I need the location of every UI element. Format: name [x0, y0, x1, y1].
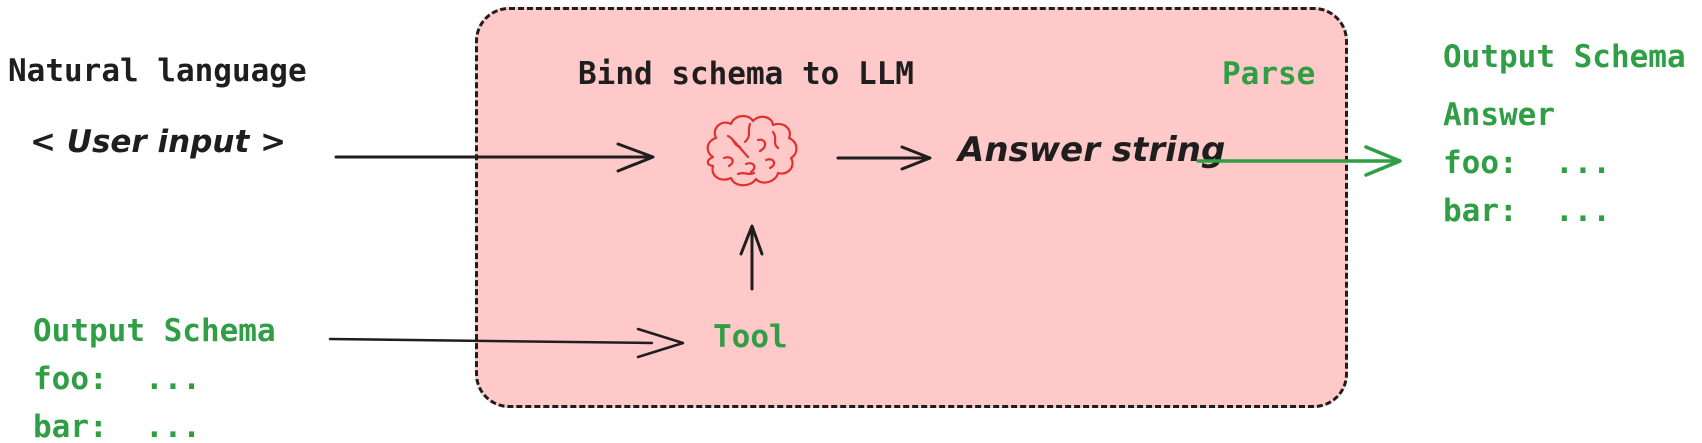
bind-schema-title: Bind schema to LLM — [578, 56, 914, 92]
input-schema-field-bar: bar: ... — [33, 408, 201, 443]
natural-language-label: Natural language — [8, 53, 307, 89]
result-schema-title: Output Schema — [1443, 39, 1686, 75]
result-field-foo: foo: ... — [1443, 144, 1611, 181]
user-input-label: < User input > — [30, 124, 287, 160]
result-block: Answer foo: ... bar: ... — [1443, 96, 1611, 230]
answer-string-label: Answer string — [958, 130, 1226, 170]
input-output-schema-block: Output Schema foo: ... bar: ... — [33, 312, 276, 443]
tool-label: Tool — [713, 319, 788, 355]
parse-label: Parse — [1222, 56, 1316, 92]
input-schema-title: Output Schema — [33, 313, 276, 349]
brain-icon — [698, 112, 800, 192]
result-answer-label: Answer — [1443, 97, 1555, 133]
input-schema-field-foo: foo: ... — [33, 360, 201, 397]
result-field-bar: bar: ... — [1443, 192, 1611, 229]
